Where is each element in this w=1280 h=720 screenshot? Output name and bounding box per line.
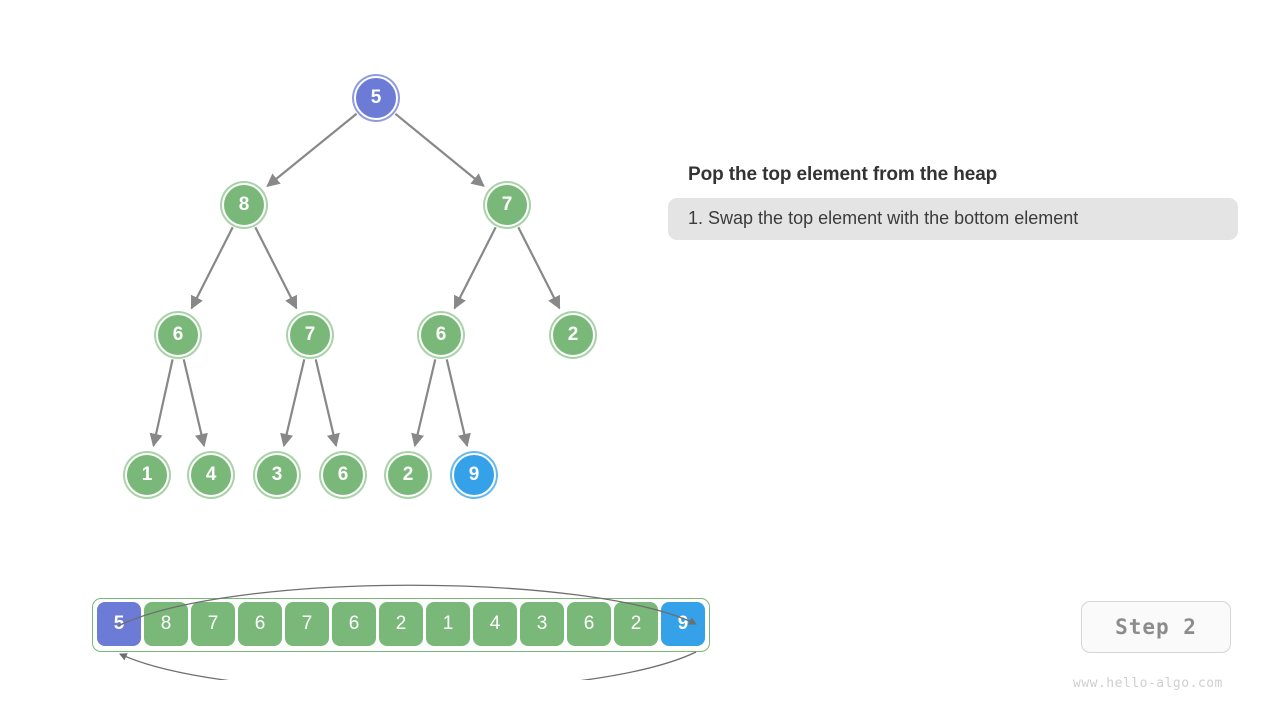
- array-cell[interactable]: 1: [426, 602, 470, 646]
- array-cell[interactable]: 9: [661, 602, 705, 646]
- info-panel: Pop the top element from the heap 1. Swa…: [668, 164, 1238, 240]
- tree-node[interactable]: 8: [222, 183, 266, 227]
- tree-node[interactable]: 1: [125, 453, 169, 497]
- array-cell[interactable]: 6: [567, 602, 611, 646]
- array-cell[interactable]: 7: [285, 602, 329, 646]
- tree-edge: [280, 359, 306, 448]
- tree-node[interactable]: 6: [419, 313, 463, 357]
- array-cell[interactable]: 2: [379, 602, 423, 646]
- step-badge: Step 2: [1081, 601, 1231, 653]
- array-cell[interactable]: 7: [191, 602, 235, 646]
- step-description: 1. Swap the top element with the bottom …: [668, 198, 1238, 240]
- watermark: www.hello-algo.com: [1073, 676, 1223, 691]
- tree-edge: [266, 112, 358, 187]
- array-cell[interactable]: 5: [97, 602, 141, 646]
- tree-node[interactable]: 6: [156, 313, 200, 357]
- tree-edge: [149, 359, 174, 447]
- tree-edge: [182, 359, 208, 448]
- tree-edge: [394, 112, 485, 187]
- tree-edges: [149, 112, 561, 448]
- tree-edge: [445, 359, 471, 448]
- tree-edge: [190, 226, 234, 310]
- tree-edge: [314, 359, 340, 448]
- array-cell[interactable]: 2: [614, 602, 658, 646]
- tree-node[interactable]: 7: [485, 183, 529, 227]
- tree-node[interactable]: 2: [386, 453, 430, 497]
- array-cell[interactable]: 3: [520, 602, 564, 646]
- tree-node[interactable]: 3: [255, 453, 299, 497]
- tree-edge: [453, 226, 497, 310]
- swap-arc-bottom: [119, 651, 697, 680]
- tree-node[interactable]: 5: [354, 76, 398, 120]
- tree-edge: [517, 226, 561, 310]
- tree-node[interactable]: 6: [321, 453, 365, 497]
- tree-edge: [411, 359, 437, 448]
- array-cell[interactable]: 8: [144, 602, 188, 646]
- array-cell[interactable]: 6: [332, 602, 376, 646]
- tree-node[interactable]: 7: [288, 313, 332, 357]
- tree-node[interactable]: 4: [189, 453, 233, 497]
- tree-edge-layer: [149, 112, 561, 448]
- tree-node[interactable]: 9: [452, 453, 496, 497]
- tree-node[interactable]: 2: [551, 313, 595, 357]
- array-cell[interactable]: 4: [473, 602, 517, 646]
- page-title: Pop the top element from the heap: [688, 164, 998, 185]
- tree-edge: [254, 226, 298, 310]
- array-cell[interactable]: 6: [238, 602, 282, 646]
